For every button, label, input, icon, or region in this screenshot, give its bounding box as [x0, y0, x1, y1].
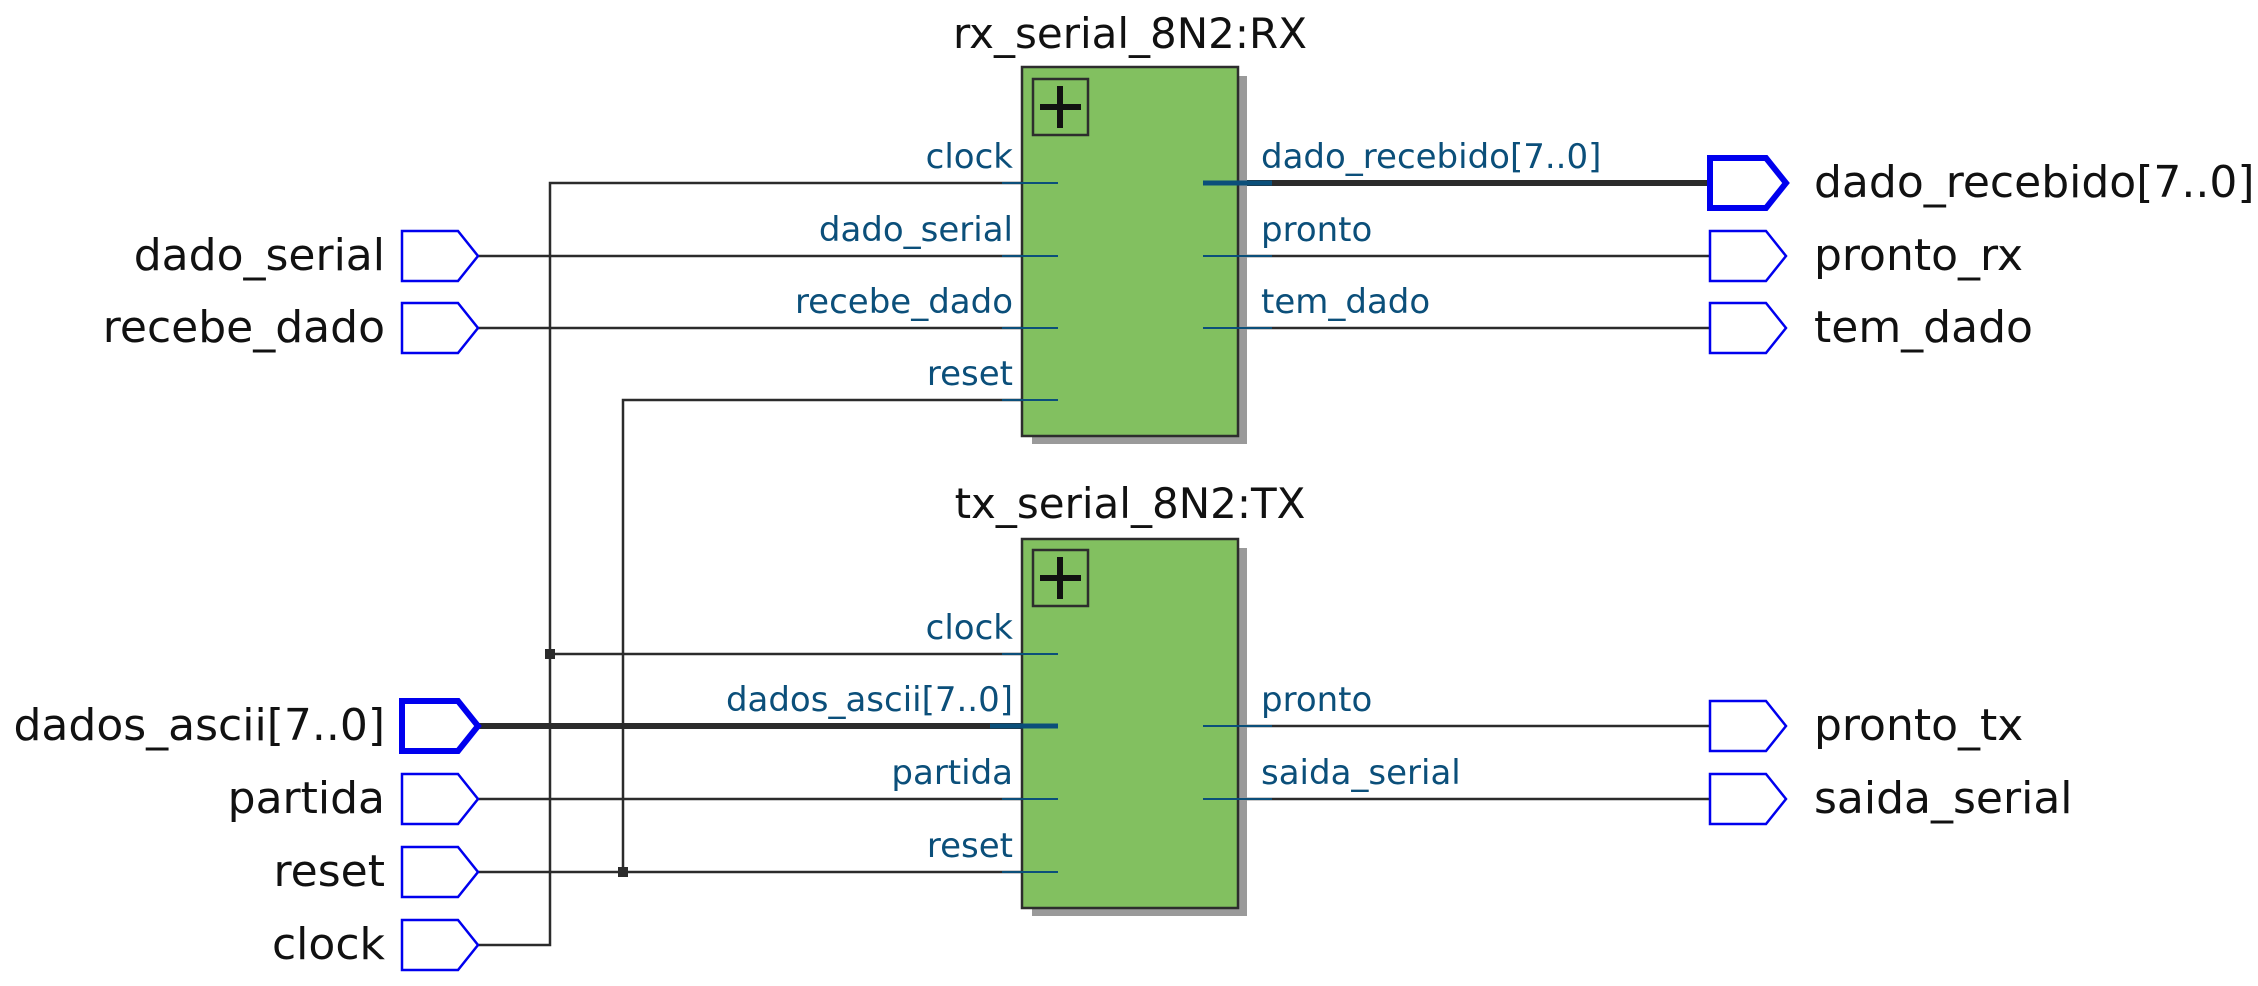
block-rx[interactable]: rx_serial_8N2:RX clock dado_serial receb…: [795, 9, 1601, 444]
input-port-recebe-dado-label: recebe_dado: [103, 302, 385, 353]
rx-pin-reset-label: reset: [927, 354, 1013, 394]
input-port-partida[interactable]: partida: [228, 772, 480, 826]
output-ports: dado_recebido[7..0] pronto_rx tem_dado p…: [1707, 155, 2255, 826]
input-port-dado-serial-label: dado_serial: [134, 230, 385, 281]
output-port-dado-recebido[interactable]: dado_recebido[7..0]: [1707, 155, 2255, 211]
tx-pin-pronto-label: pronto: [1261, 680, 1372, 720]
tx-pin-saida-serial-label: saida_serial: [1261, 753, 1461, 793]
rx-pin-dado-serial-label: dado_serial: [819, 210, 1013, 250]
output-port-dado-recebido-label: dado_recebido[7..0]: [1814, 157, 2255, 208]
block-rx-title: rx_serial_8N2:RX: [953, 9, 1307, 58]
tx-pin-dados-ascii-label: dados_ascii[7..0]: [726, 680, 1013, 720]
output-port-pronto-rx-label: pronto_rx: [1814, 230, 2023, 281]
input-port-reset[interactable]: reset: [274, 845, 480, 899]
rx-pin-pronto-label: pronto: [1261, 210, 1372, 250]
output-port-saida-serial[interactable]: saida_serial: [1708, 772, 2073, 826]
input-port-dados-ascii[interactable]: dados_ascii[7..0]: [14, 698, 482, 754]
expand-tx-icon[interactable]: [1031, 548, 1090, 608]
wire-reset-rx: [621, 398, 1058, 872]
wires: [478, 180, 1710, 947]
wire-clock: [478, 181, 1058, 947]
junction-reset: [618, 867, 628, 877]
tx-pin-reset-label: reset: [927, 826, 1013, 866]
input-port-clock[interactable]: clock: [272, 918, 480, 972]
input-port-reset-label: reset: [274, 846, 385, 897]
rx-pin-tem-dado-label: tem_dado: [1261, 282, 1430, 322]
output-port-saida-serial-label: saida_serial: [1814, 773, 2073, 824]
input-port-partida-label: partida: [228, 773, 385, 824]
tx-pin-partida-label: partida: [891, 753, 1013, 793]
output-port-pronto-tx[interactable]: pronto_tx: [1708, 699, 2023, 753]
block-tx-title: tx_serial_8N2:TX: [955, 479, 1306, 528]
expand-rx-icon[interactable]: [1031, 77, 1090, 137]
input-ports: dado_serial recebe_dado dados_ascii[7..0…: [14, 229, 482, 972]
junction-clock: [545, 649, 555, 659]
input-port-dado-serial[interactable]: dado_serial: [134, 229, 480, 283]
block-tx[interactable]: tx_serial_8N2:TX clock dados_ascii[7..0]…: [726, 479, 1461, 916]
output-port-pronto-tx-label: pronto_tx: [1814, 700, 2023, 751]
input-port-recebe-dado[interactable]: recebe_dado: [103, 301, 480, 355]
output-port-pronto-rx[interactable]: pronto_rx: [1708, 229, 2023, 283]
input-port-clock-label: clock: [272, 919, 386, 970]
input-port-dados-ascii-label: dados_ascii[7..0]: [14, 700, 386, 751]
tx-pin-clock-label: clock: [926, 608, 1014, 648]
output-port-tem-dado[interactable]: tem_dado: [1708, 301, 2033, 355]
rx-pin-recebe-dado-label: recebe_dado: [795, 282, 1013, 322]
output-port-tem-dado-label: tem_dado: [1814, 302, 2033, 353]
rx-pin-dado-recebido-label: dado_recebido[7..0]: [1261, 137, 1601, 177]
rx-pin-clock-label: clock: [926, 137, 1014, 177]
